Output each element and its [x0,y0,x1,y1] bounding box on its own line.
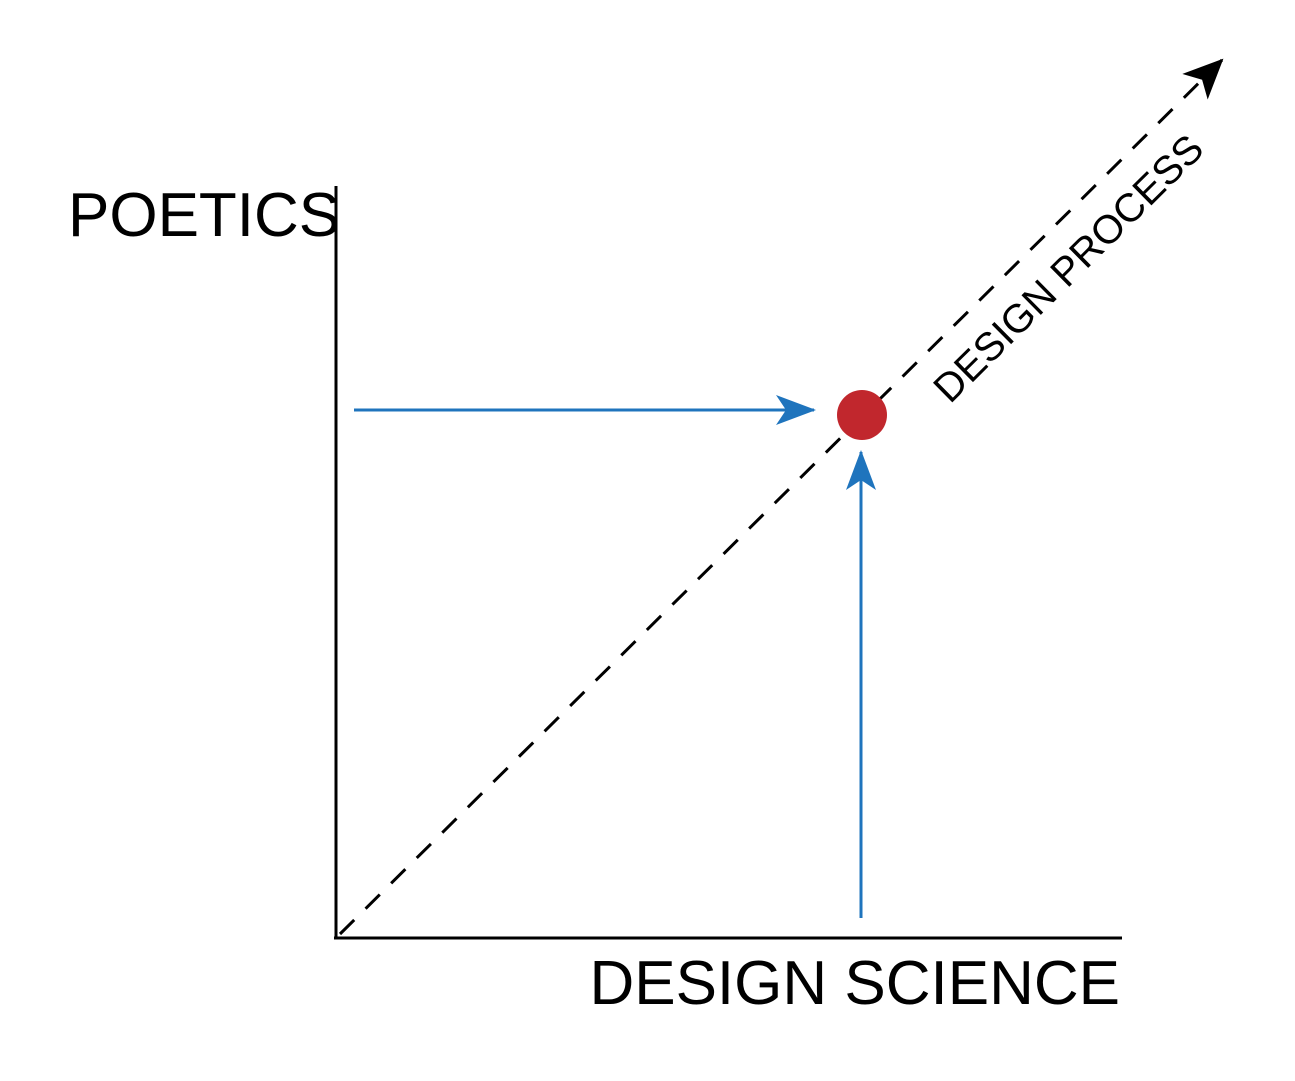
design-process-label: DESIGN PROCESS [925,126,1212,411]
design-process-dashed-line [338,58,1224,936]
y-axis-label: POETICS [68,181,340,250]
red-point-marker [837,390,887,440]
x-axis-label: DESIGN SCIENCE [589,949,1120,1018]
